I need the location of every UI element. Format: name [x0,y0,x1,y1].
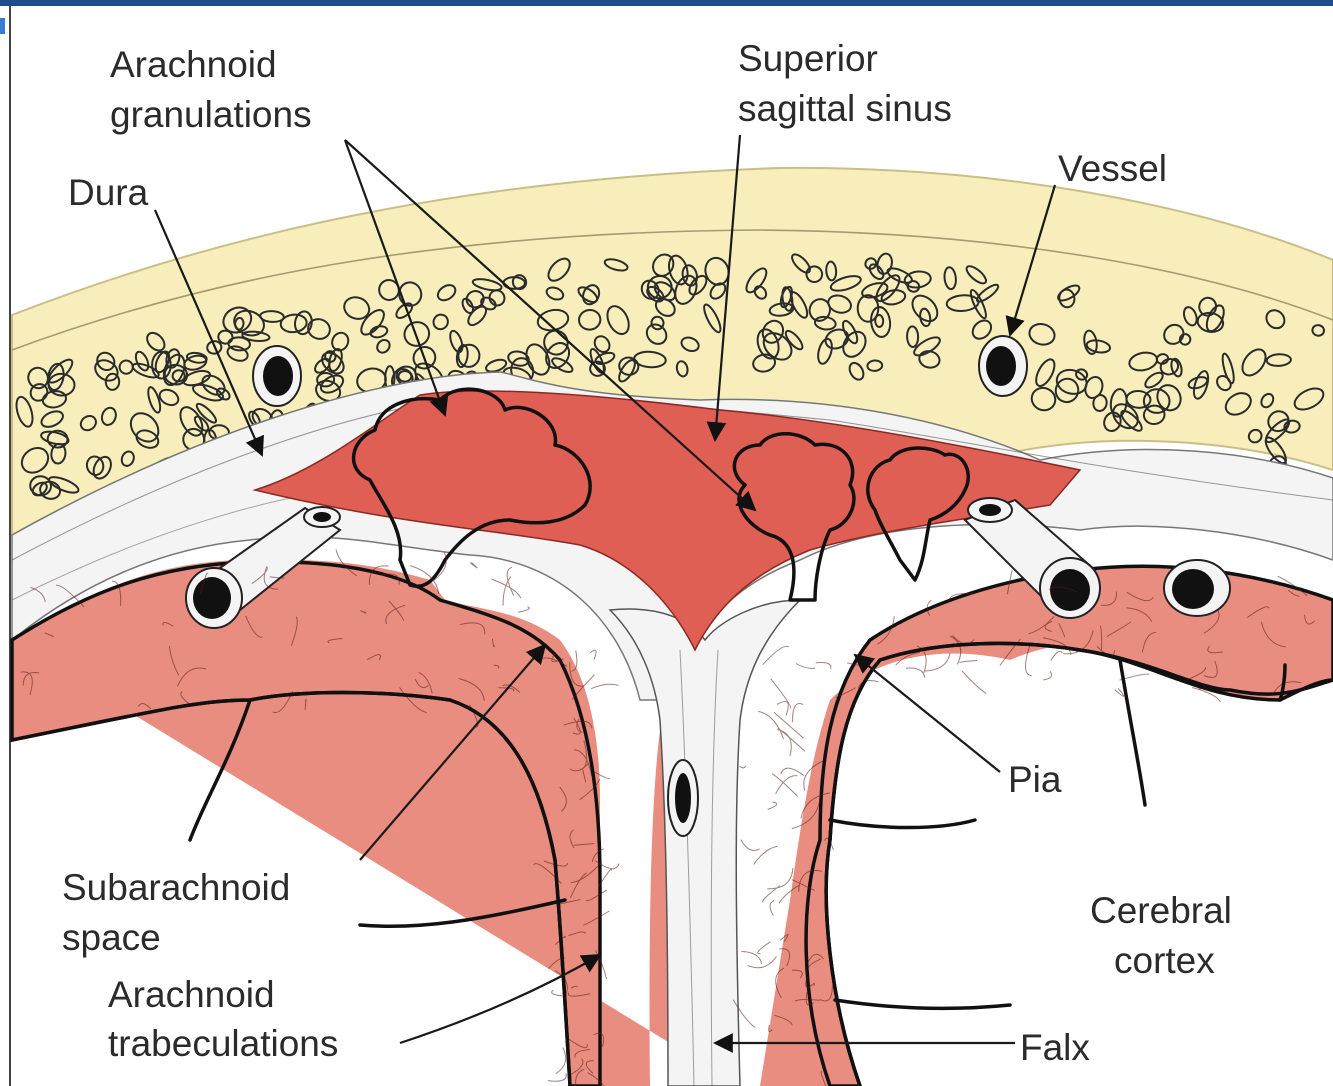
sulcus-right-2 [830,820,975,828]
trabeculation-strand [768,802,777,809]
label-cerebral-cortex-line1: Cerebral [1090,890,1232,931]
trabeculation-strand [906,668,925,678]
label-subarachnoid-space-line1: Subarachnoid [62,867,290,908]
label-arachnoid-trabeculations-line1: Arachnoid [108,974,275,1015]
trabeculation-strand [781,768,804,775]
trabeculation-strand [590,650,596,660]
label-cerebral-cortex-line2: cortex [1114,940,1215,981]
label-pia: Pia [1008,759,1062,800]
trabeculation-strand [1051,651,1062,660]
trabeculation-strand [771,679,791,709]
trabeculation-strand [962,671,986,693]
trabeculation-strand [754,846,778,864]
sulcus-right-1 [1120,660,1145,805]
trabeculation-strand [777,701,788,715]
label-subarachnoid-space-line2: space [62,917,161,958]
label-arachnoid-granulations-line1: Arachnoid [110,44,277,85]
trabeculation-strand [518,607,529,613]
label-arachnoid-granulations-line2: granulations [110,94,312,135]
bridging-vein-left-end-lumen [313,512,331,522]
trabeculation-strand [796,664,815,669]
trabeculation-strand [740,766,746,768]
trabeculation-strand [763,646,789,664]
falx-vessel-lumen [675,773,691,823]
trabeculation-strand [758,942,771,954]
pointer-pia [855,655,1000,772]
vessel-bone-right-lumen [986,346,1016,386]
label-dura: Dura [68,172,149,213]
trabeculation-strand [1115,688,1124,696]
vessel-left-lower-lumen [193,577,231,619]
trabeculation-strand [816,662,831,669]
sulcus-right-3 [835,1000,1010,1008]
trabeculation-strand [741,840,760,851]
trabeculation-strand [770,901,774,916]
trabeculation-strand [1043,671,1051,680]
trabeculation-strand [774,712,804,738]
vessel-bone-left-lumen [263,356,293,396]
label-arachnoid-trabeculations-line2: trabeculations [108,1023,338,1064]
trabeculation-strand [470,562,477,568]
trabeculation-strand [748,956,777,967]
trabeculation-strand [960,661,978,663]
trabeculation-strand [556,1048,566,1074]
trabeculation-strand [758,711,783,738]
trabeculation-strand [925,653,950,671]
trabeculation-strand [763,886,780,903]
trabeculation-strand [552,990,562,996]
trabeculation-strand [548,1073,566,1081]
label-superior-sagittal-sinus-line2: sagittal sinus [738,88,952,129]
pia-right-outline [826,643,1333,1086]
trabeculation-strand [793,704,804,723]
bridging-vein-right-end-lumen [979,504,1001,516]
label-vessel: Vessel [1058,148,1167,189]
trabeculation-strand [591,684,618,688]
vessel-right-lower-lumen [1050,569,1090,611]
trabeculation-strand [492,579,521,598]
label-falx: Falx [1020,1027,1090,1068]
vessel-far-right-lumen [1172,569,1214,609]
label-superior-sagittal-sinus-line1: Superior [738,38,878,79]
trabeculation-strand [503,577,511,606]
